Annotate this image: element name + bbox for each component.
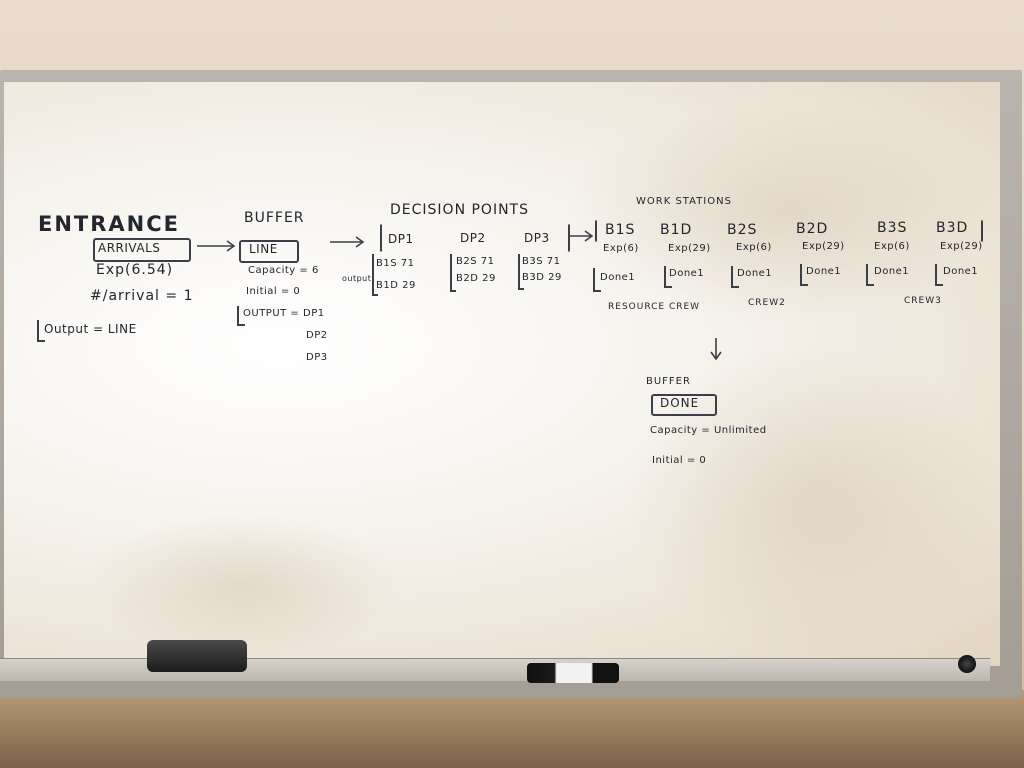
dp1-line2: B1D 29 [376,280,416,291]
work-stations-bracket [595,219,983,243]
work-stations-title: WORK STATIONS [636,196,732,207]
done-bracket [866,264,874,286]
entrance-exp: Exp(6.54) [96,262,174,278]
dp2-bracket [450,254,456,292]
station-name: B2S [727,222,758,238]
buffer-done-name: DONE [660,396,700,410]
buffer-line-capacity: Capacity = 6 [248,265,319,276]
station-exp: Exp(6) [874,241,910,252]
decision-point-name: DP3 [524,231,550,245]
decision-points-title: DECISION POINTS [390,202,529,218]
dp3-line2: B3D 29 [522,272,562,283]
station-output: Done1 [669,268,705,279]
station-exp: Exp(29) [940,241,983,252]
arrivals-box [93,238,191,262]
station-exp: Exp(6) [603,243,639,254]
station-output: Done1 [600,272,636,283]
arrow-decision-to-workstations-icon [569,230,594,242]
buffer-done-title: BUFFER [646,376,691,387]
entrance-title: ENTRANCE [38,212,180,236]
buffer-done-initial: Initial = 0 [652,455,707,466]
station-output: Done1 [806,266,842,277]
output-bracket [37,320,45,342]
buffer-line-initial: Initial = 0 [246,286,301,297]
buffer-output-bracket [237,306,245,326]
buffer-line-title: BUFFER [244,210,305,226]
done-box [651,394,717,416]
screw-icon [958,655,976,673]
station-output: Done1 [874,266,910,277]
arrow-entrance-to-buffer-icon [197,240,236,252]
buffer-done-capacity: Capacity = Unlimited [650,425,767,436]
station-output: Done1 [943,266,979,277]
done-bracket [800,264,808,286]
done-bracket [731,266,739,288]
dp3-line1: B3S 71 [522,256,561,267]
arrow-buffer-to-decision-icon [330,236,365,248]
arrivals-label: ARRIVALS [98,241,161,255]
decision-point-name: DP2 [460,231,486,245]
buffer-line-name: LINE [249,242,278,256]
arrow-down-to-buffer-icon [710,338,722,361]
station-name: B3D [936,220,969,236]
decision-output-label: output [342,274,372,283]
done-bracket [664,266,672,288]
dp1-bracket [372,254,378,296]
whiteboard [4,82,1000,666]
entrance-per-arrival: #/arrival = 1 [90,288,194,304]
done-bracket [935,264,943,286]
crew-label-2: CREW2 [748,298,786,308]
station-output: Done1 [737,268,773,279]
crew-label-3: CREW3 [904,296,942,306]
station-name: B1S [605,222,636,238]
buffer-line-output-2: DP2 [306,330,328,341]
station-exp: Exp(6) [736,242,772,253]
decision-points-bracket [380,223,570,253]
dp1-line1: B1S 71 [376,258,415,269]
station-name: B3S [877,220,908,236]
station-exp: Exp(29) [668,243,711,254]
eraser[interactable] [147,640,247,672]
marker-tray [0,658,990,681]
crew-label-1: RESOURCE CREW [608,302,701,312]
wall [0,690,1024,768]
dp3-bracket [518,254,524,290]
station-name: B2D [796,221,829,237]
dp2-line2: B2D 29 [456,273,496,284]
decision-point-name: DP1 [388,232,414,246]
dp2-line1: B2S 71 [456,256,495,267]
buffer-line-output: OUTPUT = DP1 [243,308,325,319]
entrance-output: Output = LINE [44,322,137,336]
buffer-line-output-3: DP3 [306,352,328,363]
line-box [239,240,299,263]
done-bracket [593,268,601,292]
station-exp: Exp(29) [802,241,845,252]
marker[interactable] [527,663,619,683]
station-name: B1D [660,222,693,238]
